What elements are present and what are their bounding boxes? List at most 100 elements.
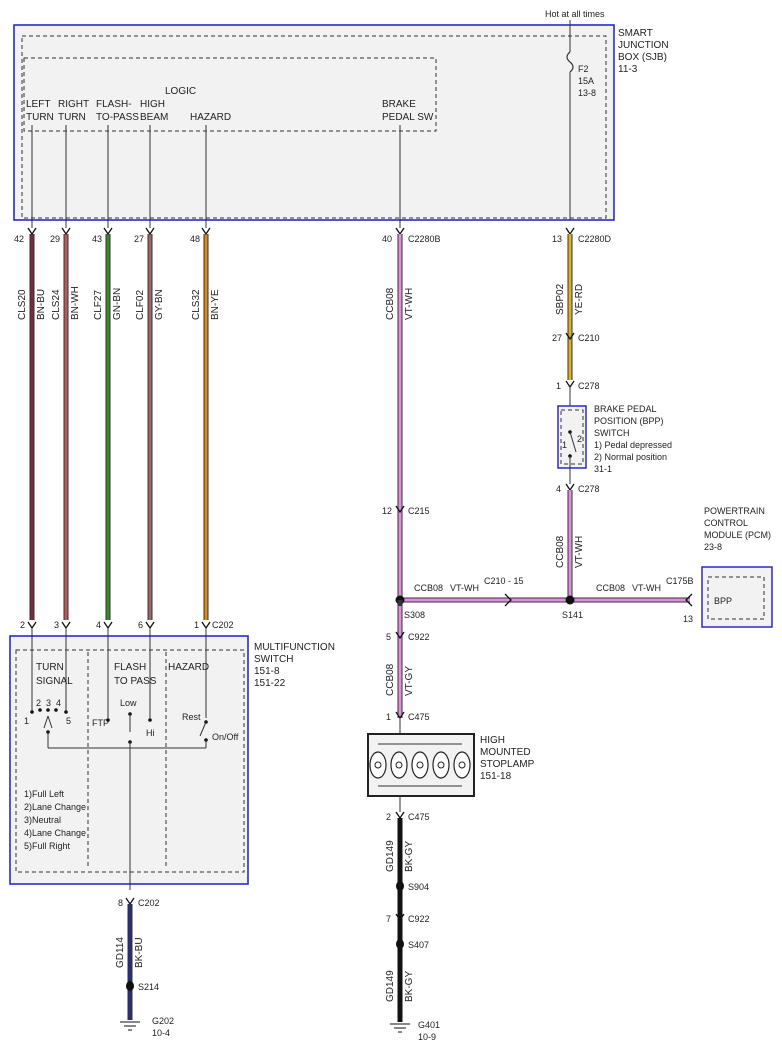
wire-clf02[interactable]: 27 CLF02 GY-BN bbox=[134, 234, 165, 620]
svg-text:C922: C922 bbox=[408, 914, 430, 924]
svg-text:C215: C215 bbox=[408, 506, 430, 516]
svg-text:6: 6 bbox=[138, 620, 143, 630]
wire-cls32[interactable]: 48 CLS32 BN-YE bbox=[190, 234, 221, 620]
wire-ccb08-brake[interactable]: 40 C2280B CCB08 VT-WH 12 C215 bbox=[382, 234, 441, 600]
pcm-title: POWERTRAIN CONTROL MODULE (PCM) 23-8 bbox=[704, 506, 771, 552]
svg-text:1: 1 bbox=[556, 381, 561, 391]
svg-text:S407: S407 bbox=[408, 940, 429, 950]
svg-text:CCB08: CCB08 bbox=[555, 535, 566, 568]
svg-text:BK-GY: BK-GY bbox=[404, 971, 415, 1002]
svg-text:C475: C475 bbox=[408, 812, 430, 822]
logic-label: LOGIC bbox=[165, 86, 196, 97]
wire-clf27[interactable]: 43 CLF27 GN-BN bbox=[92, 234, 123, 620]
svg-text:CLS32: CLS32 bbox=[191, 289, 202, 320]
svg-text:2: 2 bbox=[20, 620, 25, 630]
svg-text:VT-WH: VT-WH bbox=[450, 583, 479, 593]
svg-text:CCB08: CCB08 bbox=[385, 663, 396, 696]
stoplamp-title: HIGH MOUNTED STOPLAMP 151-18 bbox=[480, 735, 535, 782]
svg-text:7: 7 bbox=[386, 914, 391, 924]
svg-text:C210: C210 bbox=[578, 333, 600, 343]
svg-text:GY-BN: GY-BN bbox=[154, 289, 165, 320]
svg-text:S214: S214 bbox=[138, 982, 159, 992]
svg-text:VT-WH: VT-WH bbox=[574, 536, 585, 568]
svg-text:Hi: Hi bbox=[146, 728, 155, 738]
svg-text:PEDAL SW: PEDAL SW bbox=[382, 112, 434, 123]
svg-text:15A: 15A bbox=[578, 76, 594, 86]
svg-text:5: 5 bbox=[66, 716, 71, 726]
sjb-connector-markers bbox=[27, 227, 575, 236]
svg-text:BN-BU: BN-BU bbox=[36, 289, 47, 320]
svg-text:2)Lane Change: 2)Lane Change bbox=[24, 802, 86, 812]
svg-text:LEFT: LEFT bbox=[26, 99, 50, 110]
svg-text:POWERTRAIN: POWERTRAIN bbox=[704, 506, 765, 516]
svg-text:HIGH: HIGH bbox=[140, 99, 165, 110]
wire-ccb08-bpp[interactable]: CCB08 VT-WH bbox=[555, 490, 585, 600]
svg-text:BN-YE: BN-YE bbox=[210, 289, 221, 320]
wire-gd114[interactable]: 8 C202 GD114 BK-BU S214 G202 10-4 bbox=[115, 897, 174, 1038]
svg-text:STOPLAMP: STOPLAMP bbox=[480, 759, 535, 770]
wire-ccb08-horizontal[interactable]: CCB08 VT-WH C210 - 15 CCB08 VT-WH S308 S… bbox=[395, 576, 693, 620]
svg-text:MULTIFUNCTION: MULTIFUNCTION bbox=[254, 642, 335, 653]
svg-text:1)Full Left: 1)Full Left bbox=[24, 789, 65, 799]
svg-text:3)Neutral: 3)Neutral bbox=[24, 815, 61, 825]
wire-gd149[interactable]: 2 C475 GD149 BK-GY S904 7 C922 S407 GD14… bbox=[385, 811, 440, 1042]
ground-g202 bbox=[120, 1021, 140, 1031]
svg-text:3: 3 bbox=[54, 620, 59, 630]
svg-text:SWITCH: SWITCH bbox=[594, 428, 630, 438]
smart-junction-box: LOGIC SMART JUNCTION BOX (SJB) 11-3 Hot … bbox=[13, 9, 669, 221]
svg-text:FLASH: FLASH bbox=[114, 662, 146, 673]
svg-text:VT-WH: VT-WH bbox=[632, 583, 661, 593]
wire-sbp02[interactable]: 13 C2280D SBP02 YE-RD 27 C210 bbox=[552, 234, 612, 380]
bpp-title: BRAKE PEDAL POSITION (BPP) SWITCH 1) Ped… bbox=[594, 404, 672, 474]
svg-text:GD114: GD114 bbox=[115, 937, 126, 968]
svg-text:31-1: 31-1 bbox=[594, 464, 612, 474]
svg-text:43: 43 bbox=[92, 234, 102, 244]
splice-s141 bbox=[565, 595, 575, 605]
svg-text:MOUNTED: MOUNTED bbox=[480, 747, 531, 758]
svg-text:13: 13 bbox=[683, 614, 693, 624]
svg-text:C475: C475 bbox=[408, 712, 430, 722]
svg-text:151-22: 151-22 bbox=[254, 678, 286, 689]
svg-text:GN-BN: GN-BN bbox=[112, 288, 123, 320]
svg-text:VT-GY: VT-GY bbox=[404, 666, 415, 696]
svg-text:C922: C922 bbox=[408, 632, 430, 642]
svg-text:1) Pedal depressed: 1) Pedal depressed bbox=[594, 440, 672, 450]
svg-text:TURN: TURN bbox=[36, 662, 64, 673]
wire-cls24[interactable]: 29 CLS24 BN-WH bbox=[50, 234, 81, 620]
svg-text:2) Normal position: 2) Normal position bbox=[594, 452, 667, 462]
svg-text:10-4: 10-4 bbox=[152, 1028, 170, 1038]
svg-text:42: 42 bbox=[14, 234, 24, 244]
ground-g401 bbox=[390, 1023, 410, 1033]
svg-text:4: 4 bbox=[556, 484, 561, 494]
mfs-legend: 1)Full Left 2)Lane Change 3)Neutral 4)La… bbox=[24, 789, 86, 851]
svg-text:TURN: TURN bbox=[26, 112, 54, 123]
svg-text:TO-PASS: TO-PASS bbox=[96, 112, 139, 123]
svg-text:8: 8 bbox=[118, 898, 123, 908]
svg-text:C175B: C175B bbox=[666, 576, 694, 586]
svg-text:BOX (SJB): BOX (SJB) bbox=[618, 52, 667, 63]
svg-text:13: 13 bbox=[552, 234, 562, 244]
svg-text:YE-RD: YE-RD bbox=[574, 284, 585, 315]
svg-text:CLS20: CLS20 bbox=[17, 289, 28, 320]
svg-text:HAZARD: HAZARD bbox=[190, 112, 231, 123]
wire-ccb08-vt-gy[interactable]: 5 C922 CCB08 VT-GY 1 C475 bbox=[385, 600, 430, 722]
svg-text:GD149: GD149 bbox=[385, 840, 396, 872]
svg-text:F2: F2 bbox=[578, 64, 589, 74]
svg-text:G202: G202 bbox=[152, 1016, 174, 1026]
wire-cls20[interactable]: 42 CLS20 BN-BU bbox=[14, 234, 47, 620]
svg-text:4)Lane Change: 4)Lane Change bbox=[24, 828, 86, 838]
svg-text:VT-WH: VT-WH bbox=[404, 288, 415, 320]
svg-text:5)Full Right: 5)Full Right bbox=[24, 841, 71, 851]
svg-text:151-8: 151-8 bbox=[254, 666, 280, 677]
svg-text:S308: S308 bbox=[404, 610, 425, 620]
svg-text:S141: S141 bbox=[562, 610, 583, 620]
svg-text:BRAKE: BRAKE bbox=[382, 99, 416, 110]
svg-text:BK-GY: BK-GY bbox=[404, 841, 415, 872]
svg-text:C2280D: C2280D bbox=[578, 234, 612, 244]
svg-text:4: 4 bbox=[56, 698, 61, 708]
sjb-input-labels: LEFT TURN RIGHT TURN FLASH- TO-PASS HIGH… bbox=[26, 99, 434, 123]
svg-text:4: 4 bbox=[96, 620, 101, 630]
svg-text:2: 2 bbox=[577, 434, 582, 444]
svg-text:1: 1 bbox=[194, 620, 199, 630]
svg-text:G401: G401 bbox=[418, 1020, 440, 1030]
